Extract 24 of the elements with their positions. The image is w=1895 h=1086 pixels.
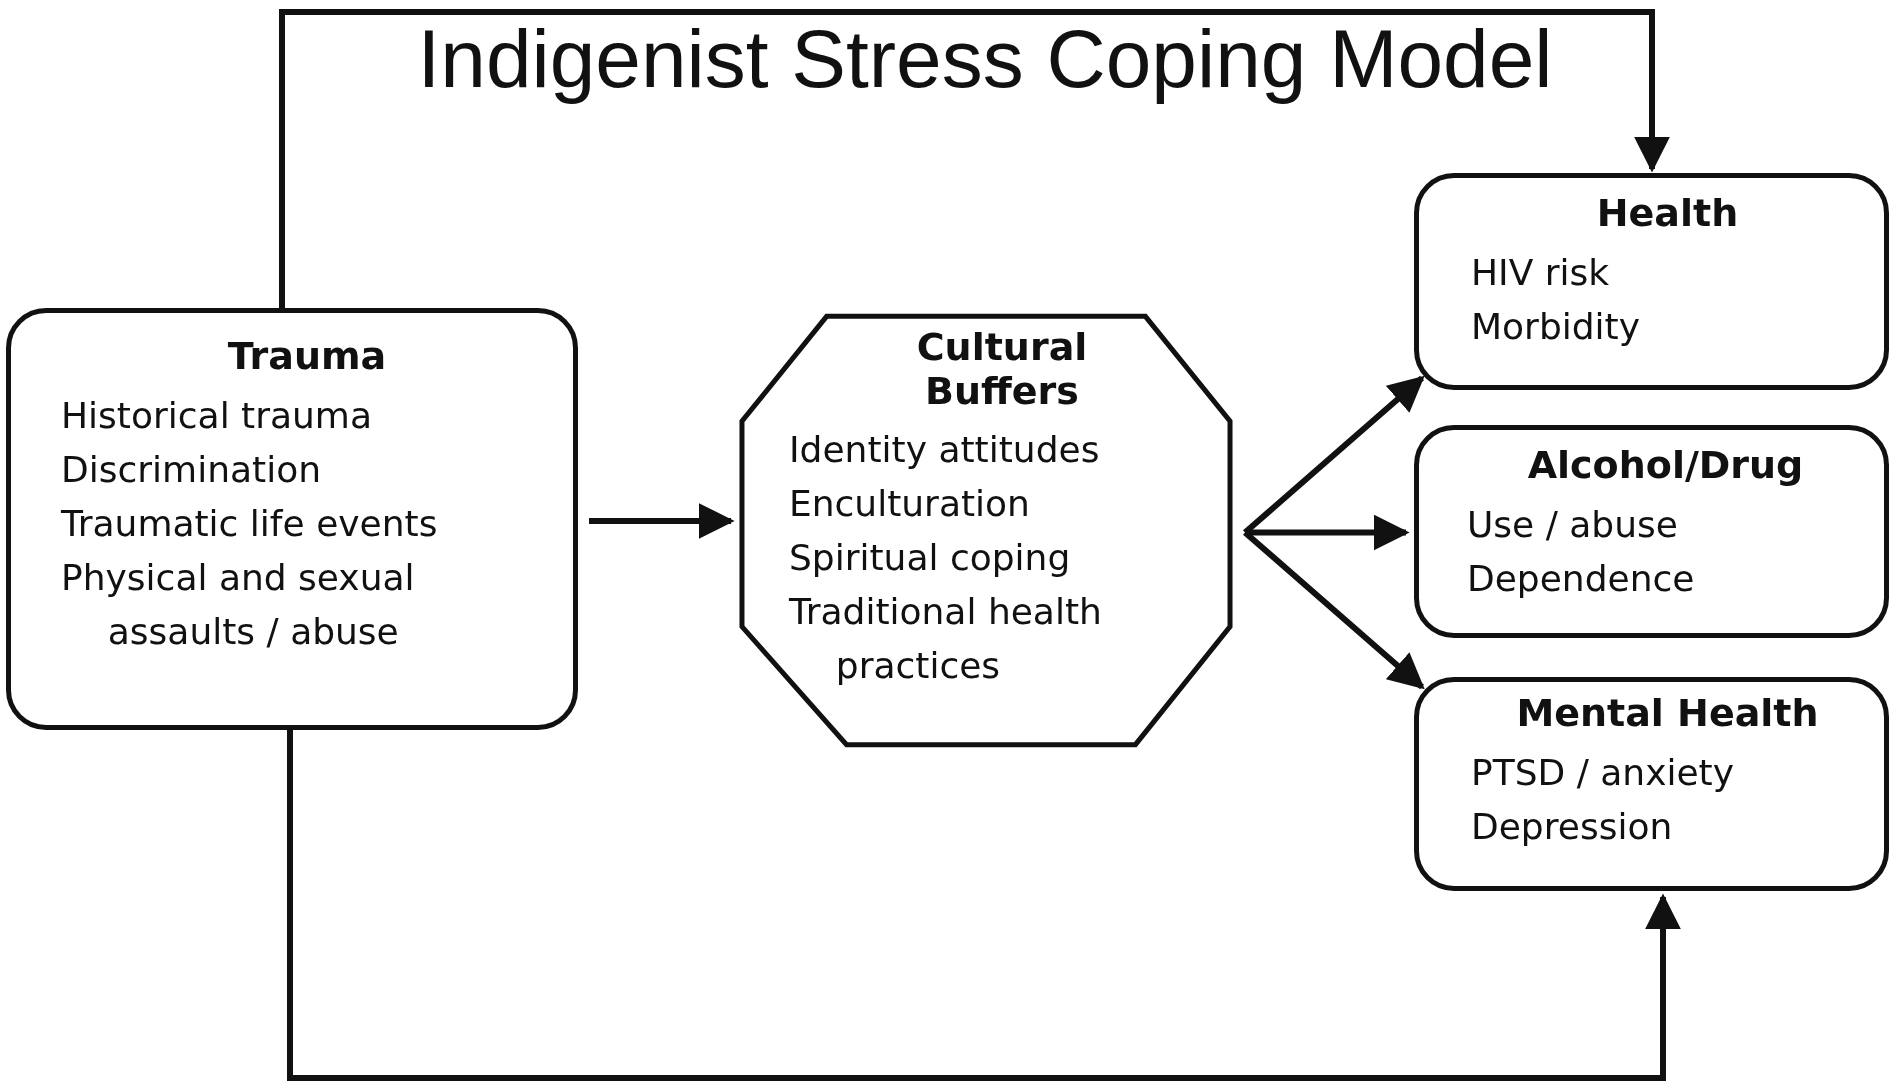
list-item: Discrimination (61, 447, 321, 492)
rounded-box (1414, 173, 1889, 390)
box-heading: Trauma (227, 335, 387, 379)
diagram-title: Indigenist Stress Coping Model (416, 12, 1554, 106)
rounded-box (1414, 425, 1889, 638)
list-item: PTSD / anxiety (1471, 750, 1735, 795)
rounded-box (1414, 677, 1889, 891)
box-heading: Mental Health (1516, 692, 1819, 736)
list-item: Traumatic life events (61, 501, 438, 546)
arrow (1243, 530, 1425, 690)
list-item: Depression (1471, 804, 1673, 849)
list-item: Morbidity (1471, 304, 1640, 349)
rounded-box (6, 308, 578, 730)
list-item: Dependence (1467, 556, 1695, 601)
arrow (589, 503, 735, 539)
box-heading: Alcohol/Drug (1527, 444, 1804, 488)
list-item: Use / abuse (1467, 502, 1678, 547)
arrow (279, 9, 1670, 308)
arrow (1243, 375, 1425, 535)
list-item: Physical and sexual assaults / abuse (61, 555, 416, 654)
box-heading: Health (1596, 192, 1739, 236)
list-item: Historical trauma (61, 393, 372, 438)
arrow (287, 730, 1681, 1081)
list-item: HIV risk (1471, 250, 1610, 295)
